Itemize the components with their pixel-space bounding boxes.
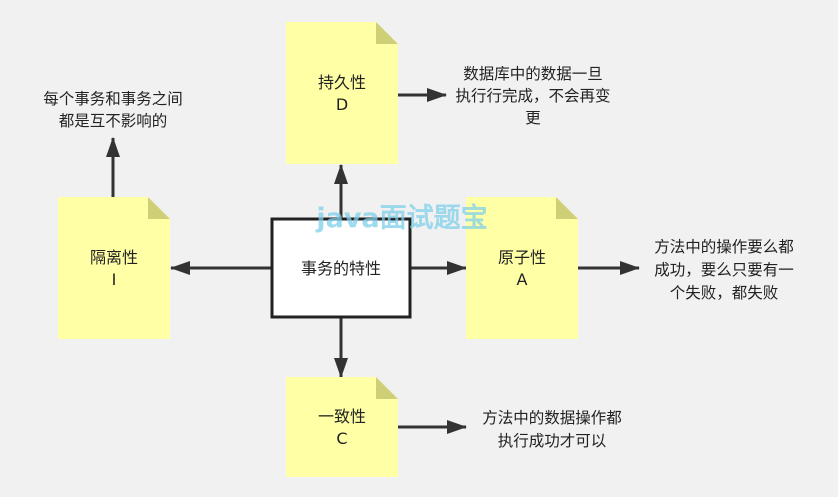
svg-text:成功，要么只要有一: 成功，要么只要有一	[654, 261, 794, 279]
note-consistency: 一致性 C	[286, 377, 398, 477]
desc-consistency: 方法中的数据操作都 执行成功才可以	[482, 409, 622, 450]
note-isolation: 隔离性 I	[58, 197, 170, 339]
note-title: 原子性	[498, 248, 546, 267]
note-atomicity: 原子性 A	[466, 197, 578, 339]
note-title: 一致性	[318, 407, 366, 426]
svg-text:执行成功才可以: 执行成功才可以	[498, 432, 607, 450]
center-label: 事务的特性	[301, 259, 381, 278]
svg-text:都是互不影响的: 都是互不影响的	[59, 112, 168, 130]
desc-durability: 数据库中的数据一旦 执行行完成，不会再变 更	[455, 65, 610, 127]
svg-text:个失败，都失败: 个失败，都失败	[670, 284, 779, 302]
svg-text:方法中的操作要么都: 方法中的操作要么都	[654, 238, 794, 256]
svg-text:更: 更	[525, 109, 541, 127]
svg-text:执行行完成，不会再变: 执行行完成，不会再变	[455, 87, 610, 105]
svg-text:方法中的数据操作都: 方法中的数据操作都	[482, 409, 622, 427]
note-title: 隔离性	[90, 248, 138, 267]
note-letter: D	[336, 95, 348, 114]
svg-text:数据库中的数据一旦: 数据库中的数据一旦	[463, 65, 603, 83]
note-letter: C	[336, 429, 347, 448]
desc-atomicity: 方法中的操作要么都 成功，要么只要有一 个失败，都失败	[654, 238, 794, 302]
note-durability: 持久性 D	[286, 22, 398, 164]
note-letter: I	[112, 270, 117, 289]
desc-isolation: 每个事务和事务之间 都是互不影响的	[43, 90, 183, 130]
center-box: 事务的特性	[270, 217, 412, 319]
note-letter: A	[517, 270, 528, 289]
watermark: java面试题宝	[315, 202, 487, 234]
note-title: 持久性	[318, 73, 366, 92]
svg-text:每个事务和事务之间: 每个事务和事务之间	[43, 90, 183, 108]
